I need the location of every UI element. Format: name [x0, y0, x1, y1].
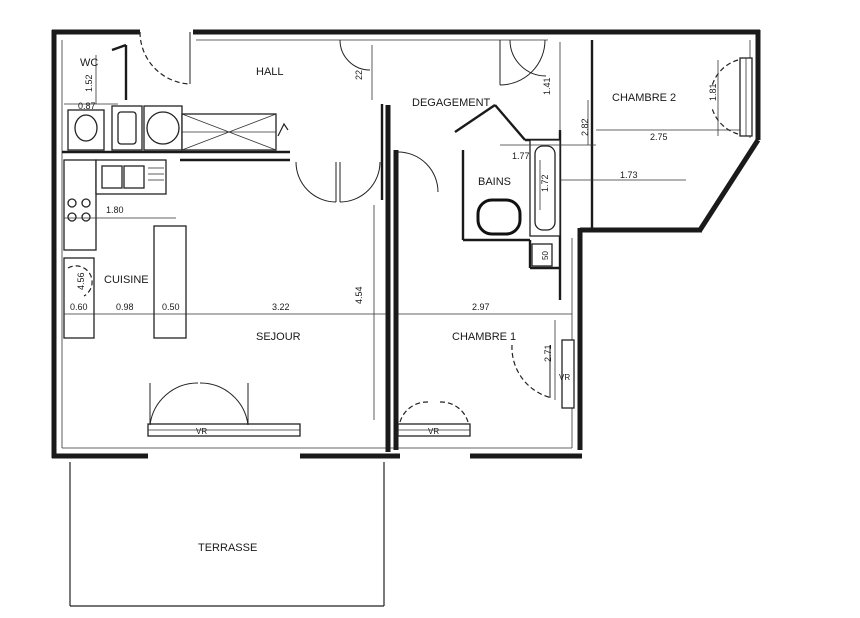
- entrance-door: [139, 31, 191, 85]
- room-label-bains: BAINS: [478, 176, 511, 188]
- sejour-window: VR: [147, 382, 301, 437]
- wc-fixtures: [67, 105, 183, 151]
- dim-chambre2-width: 2.75: [650, 132, 668, 142]
- dim-chambre1-vertical: 2.71: [543, 344, 553, 362]
- dim-bains-small: 50: [541, 251, 550, 260]
- dim-chambre1-width: 2.97: [472, 302, 490, 312]
- room-label-sejour: SEJOUR: [256, 331, 301, 343]
- room-label-chambre1: CHAMBRE 1: [452, 331, 516, 343]
- room-label-degagement: DEGAGEMENT: [412, 97, 491, 109]
- dim-060: 0.60: [70, 302, 88, 312]
- dim-bains-top: 1.77: [512, 151, 530, 161]
- chambre2-window: [711, 57, 753, 137]
- room-label-terrasse: TERRASSE: [198, 542, 257, 554]
- terrasse-area: [69, 462, 385, 607]
- room-label-hall: HALL: [256, 66, 284, 78]
- dim-098: 0.98: [116, 302, 134, 312]
- vr-label-side: VR: [559, 373, 570, 382]
- room-label-chambre2: CHAMBRE 2: [612, 92, 676, 104]
- hall-cabinet: [181, 113, 289, 151]
- chambre1-side-window: VR: [559, 339, 575, 409]
- dim-cuisine-vertical: 4.56: [76, 272, 86, 290]
- dim-bains-width: 1.73: [620, 170, 638, 180]
- hall-doors: [295, 39, 381, 203]
- dim-chambre2-window: 1.81: [708, 83, 718, 101]
- chambre1-door: [511, 344, 553, 399]
- degagement-doors: [397, 39, 547, 193]
- dim-wc-horizontal: 0.87: [78, 101, 96, 111]
- dim-degagement-vertical: 1.41: [542, 77, 552, 95]
- dim-kitchen-width: 1.80: [106, 205, 124, 215]
- dim-wc-vertical: 1.52: [84, 74, 94, 92]
- dim-bains-vertical: 1.72: [540, 174, 550, 192]
- vr-label-sejour: VR: [196, 427, 207, 436]
- dim-050: 0.50: [162, 302, 180, 312]
- dim-chambre2-left: 2.82: [580, 118, 590, 136]
- room-label-wc: WC: [80, 57, 98, 69]
- dim-sejour-vertical: 4.54: [354, 286, 364, 304]
- dimension-lines: [64, 42, 740, 420]
- dim-sejour-width: 3.22: [272, 302, 290, 312]
- dim-hall-vertical: 22: [354, 70, 364, 80]
- room-label-cuisine: CUISINE: [104, 274, 149, 286]
- chambre1-window: VR: [397, 401, 471, 437]
- kitchen-fixtures: [63, 159, 187, 339]
- interior-walls: [62, 40, 594, 452]
- vr-label-chambre1: VR: [428, 427, 439, 436]
